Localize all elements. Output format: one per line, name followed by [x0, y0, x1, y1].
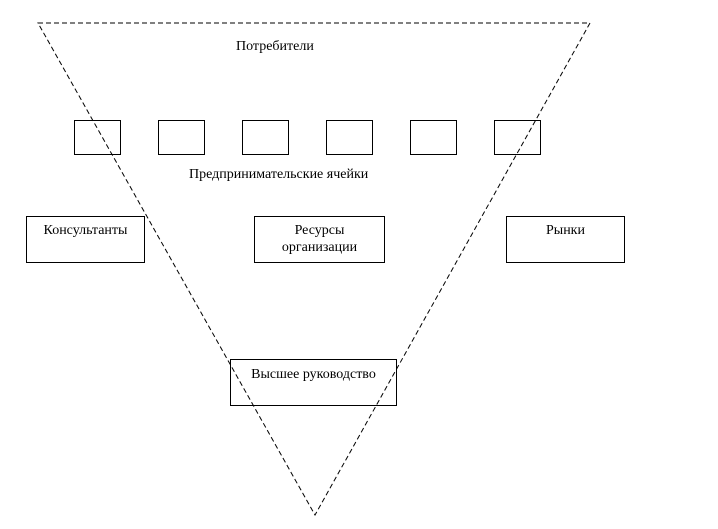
- top-management-label: Высшее руководство: [251, 367, 376, 382]
- resources-label-line1: Ресурсы: [294, 223, 345, 238]
- markets-box: Рынки: [506, 216, 625, 263]
- entrepreneurial-cell: [410, 120, 457, 155]
- entrepreneurial-cell: [494, 120, 541, 155]
- consultants-box: Консультанты: [26, 216, 145, 263]
- top-management-box: Высшее руководство: [230, 359, 397, 406]
- entrepreneurial-cell: [242, 120, 289, 155]
- entrepreneurial-cell: [326, 120, 373, 155]
- entrepreneurial-cell: [74, 120, 121, 155]
- consumers-label: Потребители: [236, 39, 314, 54]
- resources-label-line2: организации: [281, 240, 358, 255]
- markets-label: Рынки: [546, 223, 585, 238]
- entrepreneurial-cells-label: Предпринимательские ячейки: [189, 167, 369, 182]
- entrepreneurial-cell: [158, 120, 205, 155]
- consultants-label: Консультанты: [43, 223, 128, 238]
- resources-box: Ресурсы организации: [254, 216, 385, 263]
